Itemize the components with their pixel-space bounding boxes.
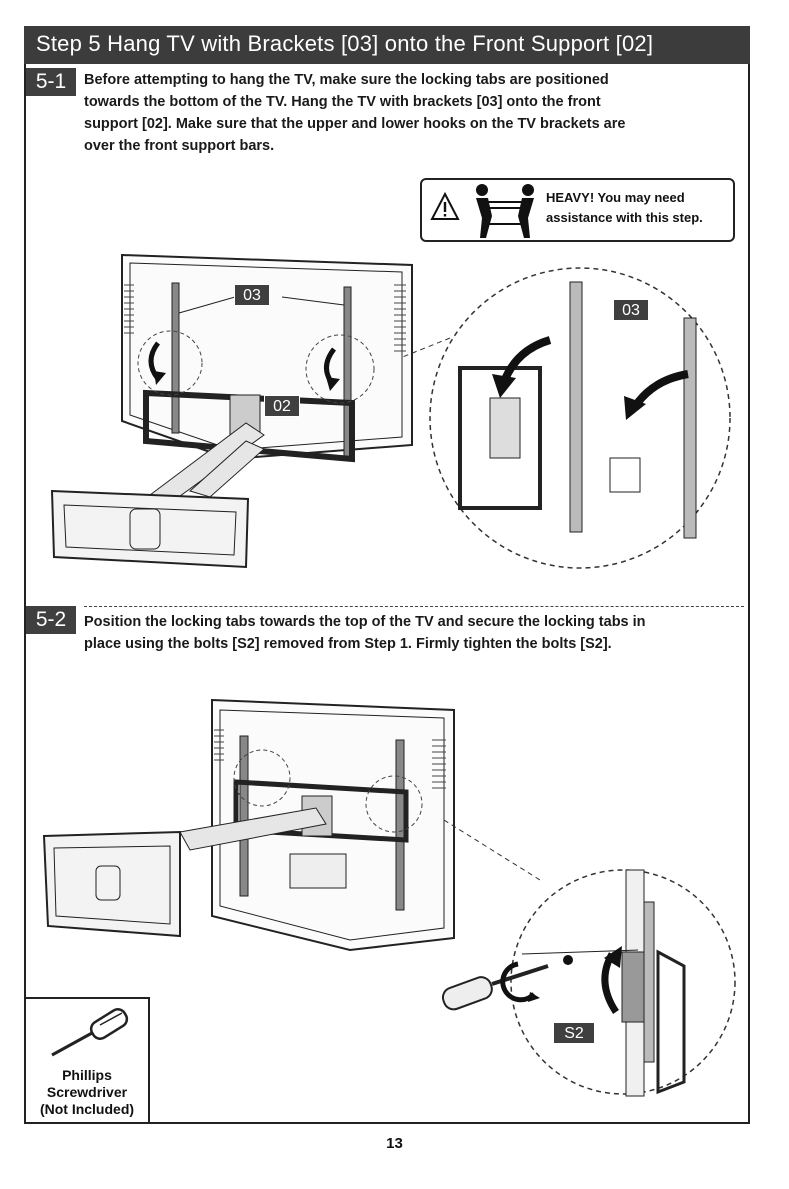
bracket-zoom-callout: 03 — [613, 299, 649, 321]
bracket-callout: 03 — [234, 284, 270, 306]
warning-triangle-icon — [430, 192, 460, 222]
substep-badge-5-1: 5-1 — [26, 68, 76, 96]
bolt-zoom-callout: S2 — [553, 1022, 595, 1044]
tool-label: Phillips Screwdriver (Not Included) — [26, 1067, 148, 1118]
bracket-zoom-detail — [420, 258, 740, 578]
text-line: assistance with this step. — [546, 208, 734, 228]
step-header: Step 5 Hang TV with Brackets [03] onto t… — [24, 26, 750, 64]
two-person-lift-icon — [466, 182, 544, 240]
page-number: 13 — [0, 1135, 789, 1152]
text-line: Position the locking tabs towards the to… — [84, 611, 740, 633]
screwdriver-in-use-icon — [438, 954, 548, 1014]
text-line: Screwdriver — [26, 1084, 148, 1101]
text-line: (Not Included) — [26, 1101, 148, 1118]
screwdriver-icon — [44, 1005, 134, 1063]
text-line: Phillips — [26, 1067, 148, 1084]
text-line: support [02]. Make sure that the upper a… — [84, 113, 734, 135]
text-line: HEAVY! You may need — [546, 188, 734, 208]
text-line: place using the bolts [S2] removed from … — [84, 633, 740, 655]
warning-text: HEAVY! You may need assistance with this… — [546, 188, 734, 228]
text-line: towards the bottom of the TV. Hang the T… — [84, 91, 734, 113]
front-support-callout: 02 — [264, 395, 300, 417]
required-tool-box: Phillips Screwdriver (Not Included) — [24, 997, 150, 1124]
step-title: Step 5 Hang TV with Brackets [03] onto t… — [36, 31, 653, 57]
section-divider — [84, 606, 744, 607]
tv-mount-illustration-secure — [40, 700, 470, 950]
substep-5-1-text: Before attempting to hang the TV, make s… — [84, 69, 734, 157]
substep-5-2-text: Position the locking tabs towards the to… — [84, 611, 740, 655]
text-line: Before attempting to hang the TV, make s… — [84, 69, 734, 91]
substep-badge-5-2: 5-2 — [26, 606, 76, 634]
text-line: over the front support bars. — [84, 135, 734, 157]
heavy-warning-box: HEAVY! You may need assistance with this… — [420, 178, 735, 242]
